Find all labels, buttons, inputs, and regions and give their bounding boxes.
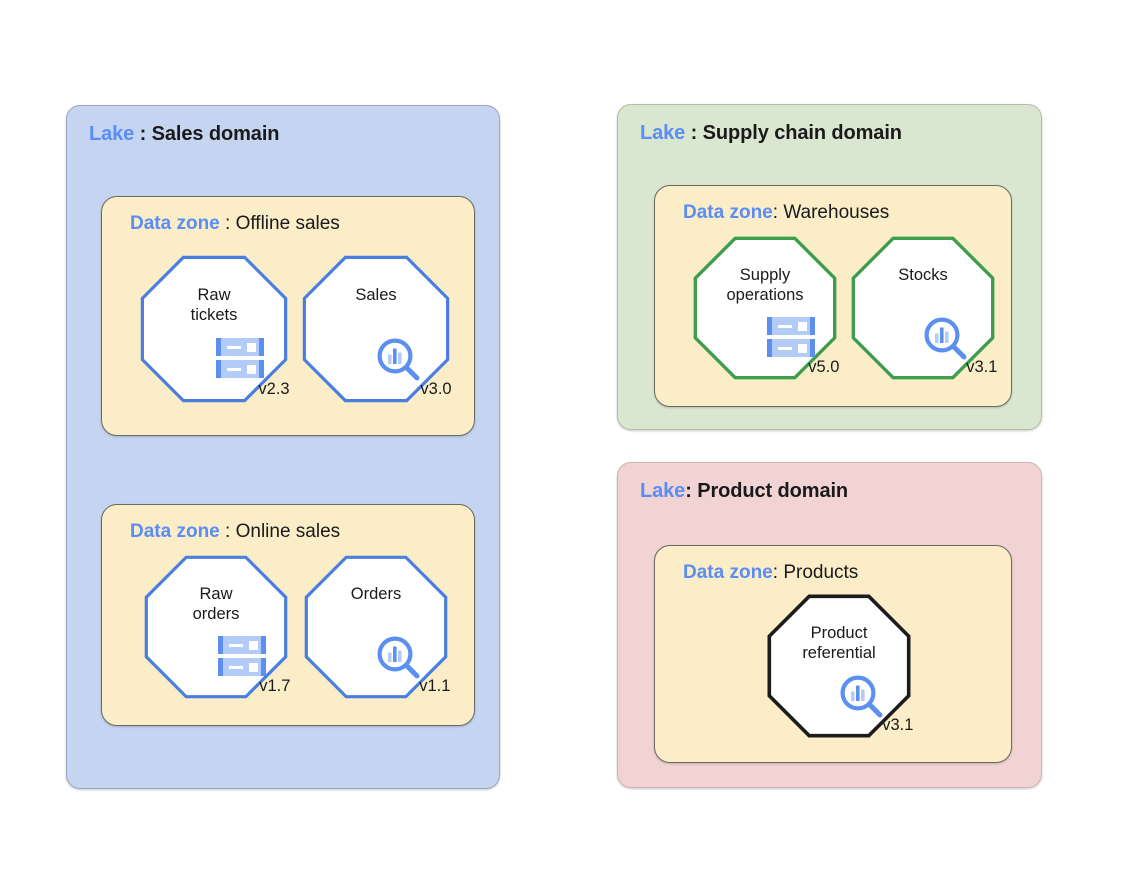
data-zone-keyword: Data zone	[130, 521, 220, 542]
data-asset-version: v3.1	[882, 715, 914, 734]
lake-name: Supply chain domain	[702, 122, 902, 144]
data-zone-keyword: Data zone	[130, 213, 220, 234]
data-zone-title: Data zone : Offline sales	[130, 213, 340, 235]
data-asset-version: v5.0	[808, 357, 840, 376]
data-asset-version: v1.7	[259, 676, 291, 695]
data-zone-name: Warehouses	[783, 202, 890, 223]
data-zone-name: Offline sales	[235, 213, 340, 234]
data-zone-separator: :	[219, 521, 236, 542]
data-asset-version: v1.1	[419, 676, 451, 695]
data-asset-version: v3.1	[966, 357, 998, 376]
lake-keyword: Lake	[89, 123, 135, 145]
lake-separator: :	[134, 123, 152, 145]
lake-title: Lake : Sales domain	[89, 123, 280, 146]
lake-keyword: Lake	[640, 480, 686, 502]
data-zone-title: Data zone : Online sales	[130, 521, 340, 543]
data-zone-name: Products	[783, 562, 859, 583]
lake-separator: :	[685, 480, 698, 502]
data-zone-keyword: Data zone	[683, 202, 773, 223]
lake-keyword: Lake	[640, 122, 686, 144]
data-asset-version: v3.0	[420, 380, 452, 399]
lake-title: Lake: Product domain	[640, 480, 848, 503]
data-zone-separator: :	[219, 213, 236, 234]
lake-separator: :	[685, 122, 703, 144]
data-zone-title: Data zone: Warehouses	[683, 202, 889, 224]
data-zone-keyword: Data zone	[683, 562, 773, 583]
lake-name: Sales domain	[151, 123, 280, 145]
lake-title: Lake : Supply chain domain	[640, 122, 902, 145]
lake-name: Product domain	[697, 480, 849, 502]
data-zone-name: Online sales	[235, 521, 341, 542]
data-zone-title: Data zone: Products	[683, 562, 858, 584]
data-zone-separator: :	[772, 202, 784, 223]
data-zone-separator: :	[772, 562, 784, 583]
data-asset-version: v2.3	[258, 380, 290, 399]
